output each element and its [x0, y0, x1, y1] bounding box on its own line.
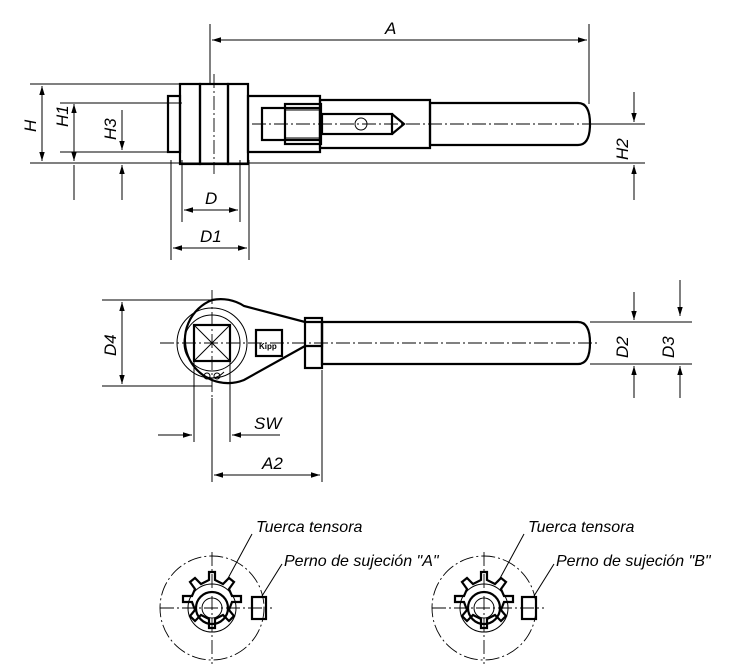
front-view: D4 Kipp D2 D3 SW [101, 280, 692, 482]
pin-label-a: Perno de sujeción "A" [284, 553, 440, 570]
logo-text: Kipp [259, 342, 277, 351]
detail-view-b: Tuerca tensora Perno de sujeción "B" [431, 519, 712, 664]
dim-label-h2: H2 [613, 138, 632, 160]
dim-d-d1: D D1 [170, 160, 250, 260]
leader-pin-b [533, 563, 555, 597]
leader-nut-b [497, 533, 525, 583]
dim-label-d: D [205, 189, 217, 208]
dim-label-d4: D4 [101, 334, 120, 356]
nut-label-b: Tuerca tensora [528, 519, 635, 536]
dim-label-a: A [384, 19, 396, 38]
pin-label-b: Perno de sujeción "B" [556, 553, 712, 570]
dim-label-h1: H1 [53, 105, 72, 127]
detail-view-a: Tuerca tensora Perno de sujeción "A" [159, 519, 440, 664]
leader-pin-a [261, 563, 283, 597]
dim-label-h: H [21, 119, 40, 132]
dim-label-sw: SW [254, 414, 283, 433]
leader-nut-a [225, 533, 253, 583]
nut-label-a: Tuerca tensora [256, 519, 363, 536]
dim-label-d1: D1 [200, 227, 222, 246]
dim-label-a2: A2 [261, 454, 283, 473]
dim-label-d2: D2 [613, 336, 632, 358]
side-section-view: A H H1 H3 H2 [21, 19, 645, 200]
dim-label-h3: H3 [101, 118, 120, 140]
dim-label-d3: D3 [659, 336, 678, 358]
kipp-logo [254, 328, 284, 358]
